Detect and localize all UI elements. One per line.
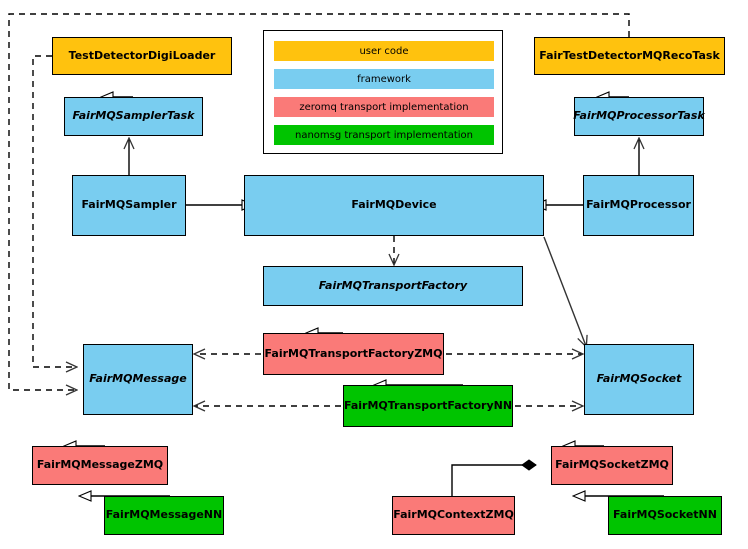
legend-item-nanomsg: nanomsg transport implementation — [274, 125, 494, 145]
class-node-FairMQContextZMQ[interactable]: FairMQContextZMQ — [392, 496, 515, 535]
class-node-FairMQDevice[interactable]: FairMQDevice — [244, 175, 544, 236]
class-node-label: FairMQSocketNN — [613, 508, 717, 522]
class-node-FairMQTransportFactory[interactable]: FairMQTransportFactory — [263, 266, 523, 306]
legend-item-framework: framework — [274, 69, 494, 89]
class-node-label: FairMQSampler — [81, 198, 177, 212]
edge-contextzmq-to-socketzmq — [451, 459, 537, 496]
class-node-label: FairMQTransportFactoryNN — [343, 398, 513, 412]
class-node-FairMQSocketZMQ[interactable]: FairMQSocketZMQ — [551, 446, 673, 485]
legend-label: framework — [357, 73, 411, 85]
class-node-FairMQTransportFactoryNN[interactable]: FairMQTransportFactoryNN — [343, 385, 513, 427]
class-node-FairMQSocket[interactable]: FairMQSocket — [584, 344, 694, 415]
class-node-FairMQMessage[interactable]: FairMQMessage — [83, 344, 193, 415]
class-node-label: FairMQMessage — [89, 372, 187, 386]
class-node-label: FairMQSamplerTask — [72, 109, 195, 123]
class-node-label: FairMQProcessorTask — [573, 109, 705, 123]
class-node-FairMQProcessor[interactable]: FairMQProcessor — [583, 175, 694, 236]
class-node-label: FairMQDevice — [351, 198, 437, 212]
class-node-label: FairMQContextZMQ — [393, 508, 514, 522]
class-node-TestDetectorDigiLoader[interactable]: TestDetectorDigiLoader — [52, 37, 232, 75]
legend-label: nanomsg transport implementation — [294, 129, 474, 141]
class-node-FairMQMessageNN[interactable]: FairMQMessageNN — [104, 496, 224, 535]
class-node-label: FairMQSocketZMQ — [555, 458, 669, 472]
class-node-label: FairMQTransportFactoryZMQ — [264, 346, 443, 360]
edge-device-to-socket — [543, 236, 586, 346]
class-node-FairMQTransportFactoryZMQ[interactable]: FairMQTransportFactoryZMQ — [263, 333, 444, 375]
class-node-FairMQProcessorTask[interactable]: FairMQProcessorTask — [573, 97, 705, 136]
legend-label: zeromq transport implementation — [299, 101, 469, 113]
class-node-FairMQSamplerTask[interactable]: FairMQSamplerTask — [64, 97, 203, 136]
class-node-FairMQMessageZMQ[interactable]: FairMQMessageZMQ — [32, 446, 168, 485]
class-node-label: FairTestDetectorMQRecoTask — [539, 48, 720, 62]
class-node-label: FairMQMessageNN — [105, 508, 223, 522]
class-node-FairMQSocketNN[interactable]: FairMQSocketNN — [608, 496, 722, 535]
legend-item-zeromq: zeromq transport implementation — [274, 97, 494, 117]
legend-label: user code — [359, 45, 409, 57]
class-node-label: FairMQProcessor — [586, 198, 691, 212]
class-node-label: TestDetectorDigiLoader — [68, 48, 216, 62]
class-node-label: FairMQSocket — [596, 372, 682, 386]
class-node-FairMQSampler[interactable]: FairMQSampler — [72, 175, 186, 236]
legend-panel: user code framework zeromq transport imp… — [263, 30, 503, 154]
class-node-label: FairMQTransportFactory — [318, 278, 468, 292]
class-node-label: FairMQMessageZMQ — [36, 458, 164, 472]
legend-item-user-code: user code — [274, 41, 494, 61]
class-node-FairTestDetectorMQRecoTask[interactable]: FairTestDetectorMQRecoTask — [534, 37, 725, 75]
